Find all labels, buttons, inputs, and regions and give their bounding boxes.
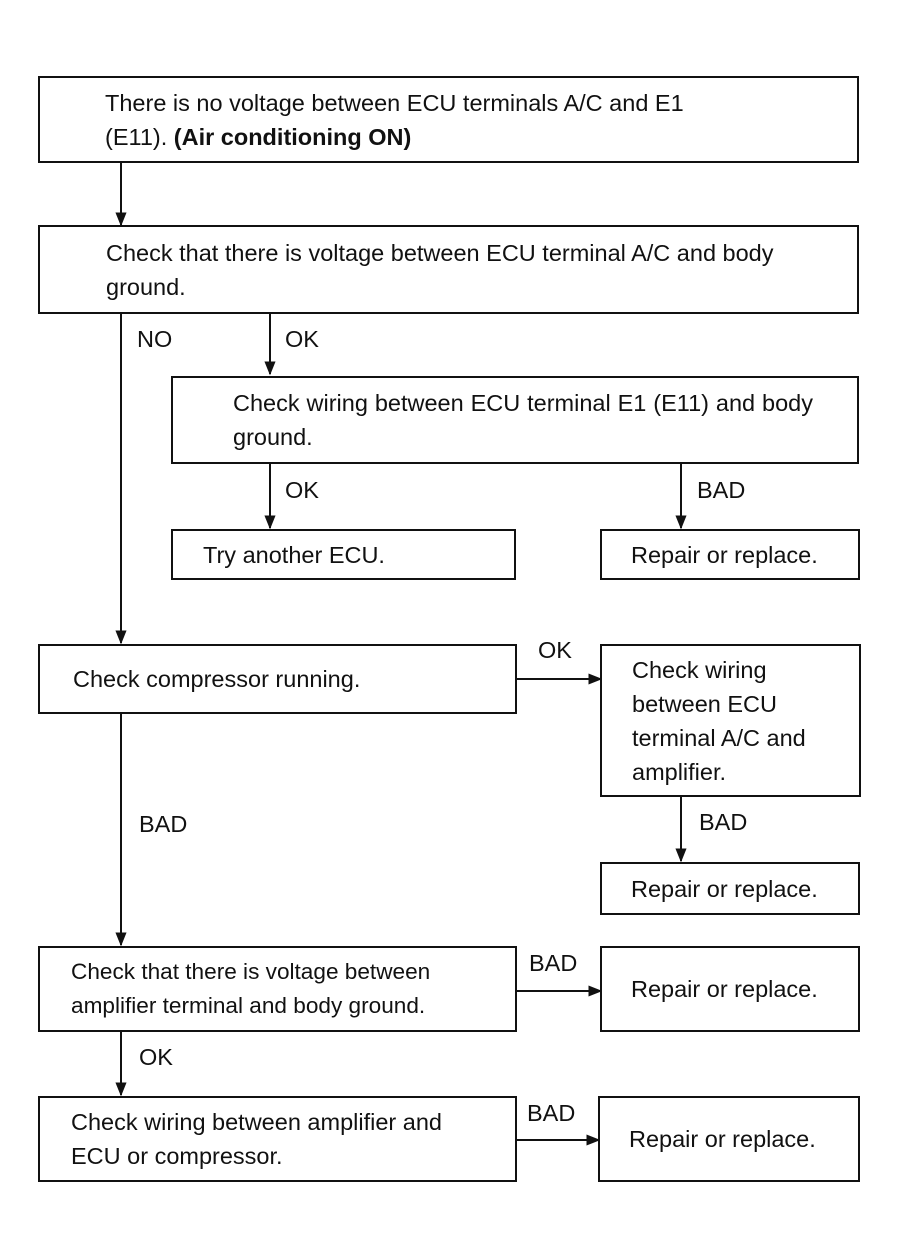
repair-box-2: Repair or replace. [600,862,860,915]
branch-label-ok-1: OK [285,326,319,352]
start-condition-emphasis: (Air conditioning ON) [173,123,412,150]
repair-text-1: Repair or replace. [631,541,818,568]
check-wiring-amp-ecu-box: Check wiring between amplifier and ECU o… [38,1096,517,1182]
branch-label-bad-1: BAD [697,477,746,503]
check-compressor-text: Check compressor running. [73,666,361,692]
branch-label-ok-4: OK [139,1044,173,1070]
check-compressor-box: Check compressor running. [38,644,517,714]
repair-box-3: Repair or replace. [600,946,860,1032]
branch-label-ok-3: OK [538,637,572,663]
branch-label-bad-5: BAD [527,1100,576,1126]
branch-label-no: NO [137,326,173,352]
check-voltage-amp-text: Check that there is voltage between ampl… [71,959,431,1018]
start-condition-line2: (E11). [105,123,168,150]
repair-text-2: Repair or replace. [631,875,818,902]
check-wiring-amp-ecu-text: Check wiring between amplifier and ECU o… [71,1109,442,1169]
check-wiring-amp-box: Check wiring between ECU terminal A/C an… [600,644,861,797]
start-condition-line1: There is no voltage between ECU terminal… [105,89,684,116]
repair-box-4: Repair or replace. [598,1096,860,1182]
repair-text-3: Repair or replace. [631,976,818,1002]
try-another-ecu-text: Try another ECU. [203,541,385,568]
check-wiring-e1-box: Check wiring between ECU terminal E1 (E1… [171,376,859,464]
repair-box-1: Repair or replace. [600,529,860,580]
check-voltage-ac-text: Check that there is voltage between ECU … [106,239,774,300]
try-another-ecu-box: Try another ECU. [171,529,516,580]
check-wiring-amp-text: Check wiring between ECU terminal A/C an… [632,656,806,785]
check-wiring-e1-text: Check wiring between ECU terminal E1 (E1… [233,390,813,450]
check-voltage-amp-box: Check that there is voltage between ampl… [38,946,517,1032]
check-voltage-ac-box: Check that there is voltage between ECU … [38,225,859,314]
repair-text-4: Repair or replace. [629,1126,816,1152]
branch-label-bad-3: BAD [139,811,188,837]
branch-label-bad-2: BAD [699,809,748,835]
start-condition-box: There is no voltage between ECU terminal… [38,76,859,163]
branch-label-ok-2: OK [285,477,319,503]
branch-label-bad-4: BAD [529,950,578,976]
